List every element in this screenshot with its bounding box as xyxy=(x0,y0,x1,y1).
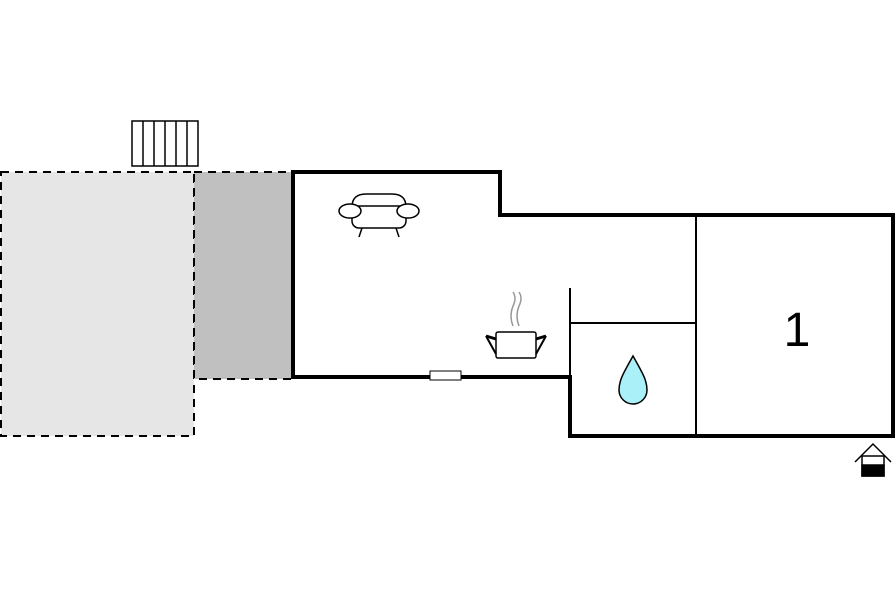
terrace-area xyxy=(0,171,195,437)
interior-walls xyxy=(569,215,697,436)
house-entrance-icon xyxy=(854,442,892,477)
exterior-wall xyxy=(291,170,895,438)
covered-terrace-area xyxy=(193,171,294,380)
sofa-icon xyxy=(338,193,420,238)
cooking-pot-icon xyxy=(485,291,547,359)
window-icon xyxy=(429,370,462,381)
water-drop-icon xyxy=(618,354,648,405)
stairs-icon xyxy=(131,120,199,167)
room-label-bedroom: 1 xyxy=(784,304,811,357)
